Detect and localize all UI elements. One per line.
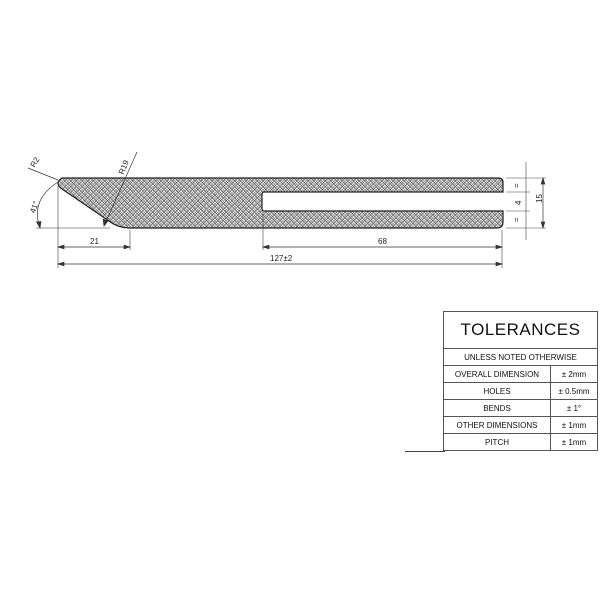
tolerances-subtitle: UNLESS NOTED OTHERWISE bbox=[443, 348, 598, 366]
table-row: BENDS ± 1° bbox=[443, 399, 598, 417]
equal-top-label: = bbox=[512, 183, 521, 188]
tolerance-label: OTHER DIMENSIONS bbox=[443, 416, 551, 434]
tolerance-value: ± 1mm bbox=[550, 433, 598, 451]
tolerance-label: BENDS bbox=[443, 399, 551, 417]
equal-bottom-label: = bbox=[512, 217, 521, 222]
tolerance-label: OVERALL DIMENSION bbox=[443, 365, 551, 383]
height-label: 15 bbox=[535, 194, 544, 203]
tolerances-title: TOLERANCES bbox=[443, 311, 598, 349]
overall-length-label: 127±2 bbox=[270, 254, 293, 263]
tolerance-label: HOLES bbox=[443, 382, 551, 400]
tolerances-table: TOLERANCES UNLESS NOTED OTHERWISE OVERAL… bbox=[443, 311, 598, 451]
tolerance-value: ± 0.5mm bbox=[550, 382, 598, 400]
slot-length-label: 68 bbox=[378, 237, 387, 246]
tolerance-value: ± 2mm bbox=[550, 365, 598, 383]
angle-label: 41° bbox=[28, 200, 41, 214]
taper-length-label: 21 bbox=[90, 237, 99, 246]
table-row: OVERALL DIMENSION ± 2mm bbox=[443, 365, 598, 383]
tolerance-label: PITCH bbox=[443, 433, 551, 451]
part-drawing: R2 R19 41° 21 68 127±2 15 4 = = bbox=[27, 151, 546, 268]
extension-lines bbox=[57, 162, 546, 268]
table-row: OTHER DIMENSIONS ± 1mm bbox=[443, 416, 598, 434]
dimension-lines bbox=[27, 151, 546, 267]
slot-width-label: 4 bbox=[514, 200, 523, 205]
radius-r2-label: R2 bbox=[29, 155, 42, 169]
table-row: PITCH ± 1mm bbox=[443, 433, 598, 451]
border-line bbox=[405, 451, 445, 452]
part-profile bbox=[57, 177, 504, 229]
table-row: HOLES ± 0.5mm bbox=[443, 382, 598, 400]
tolerance-value: ± 1° bbox=[550, 399, 598, 417]
radius-r19-label: R19 bbox=[117, 158, 131, 175]
tolerance-value: ± 1mm bbox=[550, 416, 598, 434]
